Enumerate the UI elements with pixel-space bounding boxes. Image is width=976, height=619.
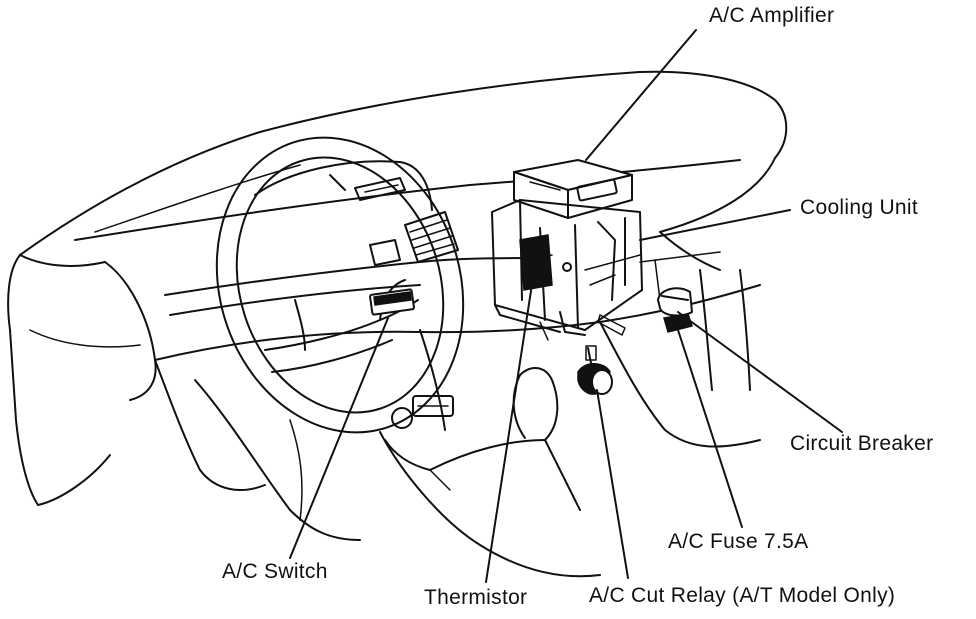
steering-wheel — [215, 136, 465, 434]
leader-lines — [289, 29, 843, 583]
label-ac-amplifier: A/C Amplifier — [709, 4, 835, 27]
leader-circuit-breaker — [677, 311, 843, 433]
leader-ac-amplifier — [585, 29, 697, 161]
label-cooling-unit: Cooling Unit — [800, 196, 918, 219]
circuit-breaker-component — [657, 287, 693, 317]
leader-ac-fuse — [677, 329, 743, 528]
dashboard-body — [7, 70, 788, 578]
label-ac-fuse: A/C Fuse 7.5A — [668, 530, 809, 553]
leader-ac-cut-relay — [596, 389, 629, 579]
label-ac-switch: A/C Switch — [222, 560, 328, 583]
center-vent — [404, 211, 459, 263]
leader-cooling-unit — [639, 209, 791, 241]
instrument-cluster — [254, 160, 433, 266]
leader-ac-switch — [289, 317, 389, 559]
cooling-unit-component — [491, 199, 661, 341]
label-thermistor: Thermistor — [424, 586, 528, 609]
ac-switch-component — [369, 288, 415, 316]
ac-cut-relay-component — [577, 345, 613, 395]
label-ac-cut-relay: A/C Cut Relay (A/T Model Only) — [589, 584, 896, 607]
label-circuit-breaker: Circuit Breaker — [790, 432, 934, 455]
leader-thermistor — [485, 251, 538, 583]
ac-fuse-component — [663, 313, 693, 333]
